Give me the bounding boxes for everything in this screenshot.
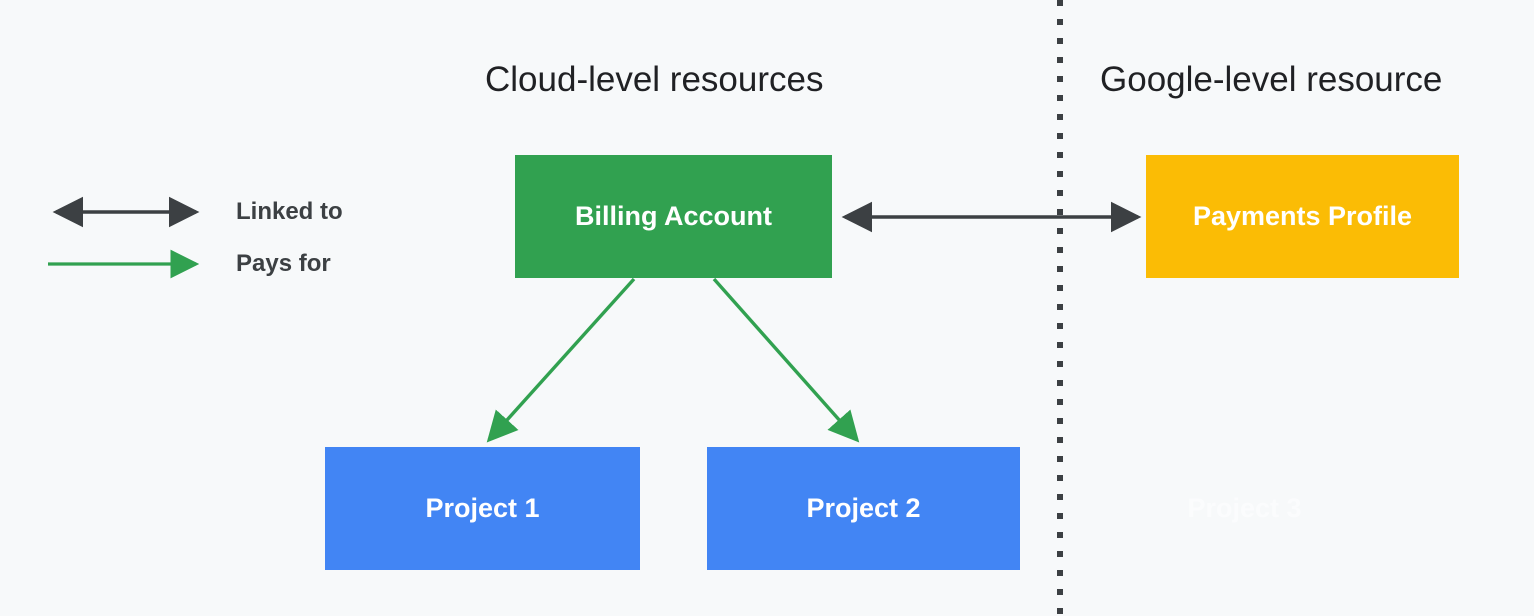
legend-label-linked-to: Linked to <box>236 198 343 225</box>
cloud-level-column-title: Cloud-level resources <box>485 60 824 99</box>
single-headed-arrow-icon <box>48 249 200 279</box>
node-project-1[interactable]: Project 1 <box>325 447 640 570</box>
legend: Linked to Pays for <box>44 192 394 292</box>
node-project-3-label: Project 3 <box>1187 493 1302 523</box>
legend-item-linked-to: Linked to <box>44 192 394 232</box>
double-headed-arrow-icon <box>52 196 200 228</box>
edge-billing-to-project-2 <box>712 277 860 443</box>
node-payments-profile-label: Payments Profile <box>1192 201 1413 231</box>
node-project-2-label: Project 2 <box>806 493 921 523</box>
legend-label-pays-for: Pays for <box>236 250 331 277</box>
node-payments-profile[interactable]: Payments Profile <box>1146 155 1459 278</box>
node-project-3: Project 3 <box>1088 447 1401 570</box>
vertical-dotted-divider-icon <box>1057 0 1063 616</box>
edge-billing-to-project-1 <box>486 277 636 443</box>
node-billing-account-label: Billing Account <box>575 201 772 231</box>
node-billing-account[interactable]: Billing Account <box>515 155 832 278</box>
node-project-2[interactable]: Project 2 <box>707 447 1020 570</box>
node-project-1-label: Project 1 <box>425 493 540 523</box>
legend-item-pays-for: Pays for <box>44 244 394 284</box>
google-level-column-title: Google-level resource <box>1100 60 1443 99</box>
